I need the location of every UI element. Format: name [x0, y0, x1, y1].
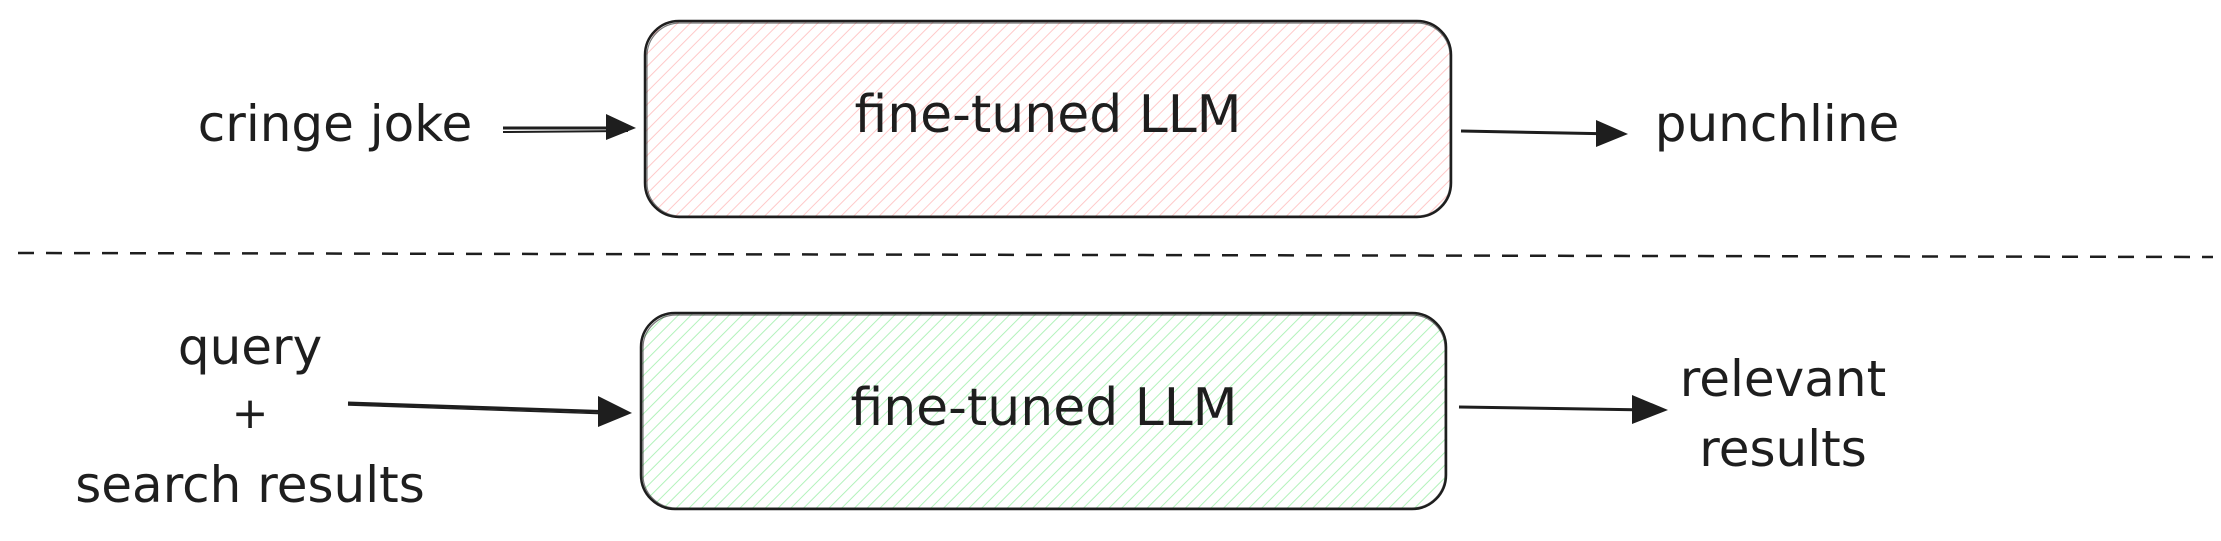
top-flow: cringe joke fine-tuned LLM punchline	[198, 19, 1900, 219]
top-llm-box: fine-tuned LLM	[643, 19, 1453, 219]
bottom-input-line-2: +	[232, 388, 269, 439]
bottom-output-line-2: results	[1699, 420, 1867, 478]
bottom-input-line-3: search results	[75, 456, 425, 514]
top-input-label: cringe joke	[198, 95, 472, 153]
top-output-label: punchline	[1655, 95, 1900, 153]
bottom-input-arrow	[347, 396, 632, 427]
top-input-arrow	[502, 114, 636, 140]
top-output-arrow	[1460, 120, 1628, 147]
bottom-flow: query + search results fine-tuned LLM re…	[75, 311, 1886, 514]
bottom-input-line-1: query	[178, 318, 322, 376]
bottom-input-label: query + search results	[75, 318, 425, 514]
bottom-llm-box-label: fine-tuned LLM	[850, 378, 1237, 438]
bottom-output-line-1: relevant	[1680, 350, 1886, 408]
dashed-separator	[17, 251, 2214, 259]
bottom-output-label: relevant results	[1680, 350, 1886, 478]
bottom-output-arrow	[1458, 395, 1668, 424]
top-llm-box-label: fine-tuned LLM	[854, 85, 1241, 145]
bottom-llm-box: fine-tuned LLM	[639, 311, 1448, 511]
